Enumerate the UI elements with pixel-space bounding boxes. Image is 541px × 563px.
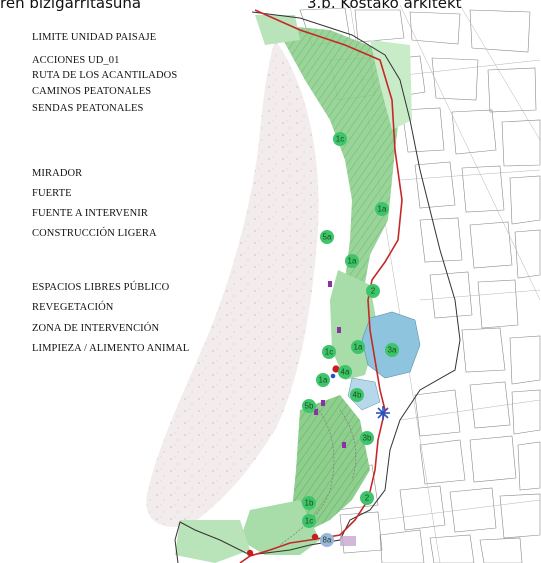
fountain-asterisk-icon — [376, 406, 390, 420]
badge: 1b — [302, 496, 316, 510]
badge: 5b — [302, 399, 316, 413]
beach-area — [146, 40, 319, 527]
svg-text:1b: 1b — [305, 499, 314, 508]
badge: 2 — [360, 491, 374, 505]
landscape-unit-boundary — [174, 11, 461, 563]
svg-text:1c: 1c — [305, 517, 313, 526]
badge: 1c — [302, 514, 316, 528]
badge: 8a — [320, 533, 334, 547]
mirador-dot — [311, 533, 319, 541]
svg-text:2: 2 — [365, 494, 370, 503]
legend-item: SENDAS PEATONALES — [32, 103, 144, 114]
badge: 3a — [385, 343, 399, 357]
svg-text:1a: 1a — [348, 257, 357, 266]
legend-item: CONSTRUCCIÓN LIGERA — [32, 228, 157, 239]
badge: 3b — [360, 431, 374, 445]
svg-text:4a: 4a — [341, 368, 350, 377]
svg-text:1c: 1c — [325, 348, 333, 357]
pedestrian-paths — [279, 399, 357, 546]
mirador-markers — [246, 365, 340, 557]
legend-item: ESPACIOS LIBRES PÚBLICO — [32, 282, 170, 293]
fountain-dot — [330, 373, 336, 379]
svg-text:2: 2 — [371, 287, 376, 296]
pond-small — [347, 377, 381, 411]
cliff-route — [239, 9, 403, 563]
mirador-dot — [332, 365, 340, 373]
mirador-dot — [246, 549, 254, 557]
badge: 1a — [351, 340, 365, 354]
badge: 1a — [375, 202, 389, 216]
svg-text:3b: 3b — [363, 434, 372, 443]
legend-item: MIRADOR — [32, 168, 83, 179]
badge: 1a — [316, 373, 330, 387]
legend-item: LIMITE UNIDAD PAISAJE — [32, 32, 157, 43]
badge: 5a — [320, 230, 334, 244]
badge: 1c — [333, 132, 347, 146]
svg-text:5b: 5b — [305, 402, 314, 411]
svg-text:1a: 1a — [378, 205, 387, 214]
svg-text:1a: 1a — [354, 343, 363, 352]
legend-item: LIMPIEZA / ALIMENTO ANIMAL — [32, 343, 190, 354]
badge: 1a — [345, 254, 359, 268]
fort-marker — [340, 536, 356, 546]
svg-text:1c: 1c — [336, 135, 344, 144]
svg-text:3a: 3a — [388, 346, 397, 355]
legend-item: FUERTE — [32, 188, 72, 199]
badge: 1c — [322, 345, 336, 359]
badge: 4b — [350, 388, 364, 402]
svg-text:8a: 8a — [323, 536, 332, 545]
action-badges: 1c 1a 5a 1a 2 1c 1a 3a 4a 1a 4b 5b 3b 2 … — [302, 132, 399, 547]
svg-text:4b: 4b — [353, 391, 362, 400]
svg-text:1a: 1a — [319, 376, 328, 385]
badge: 4a — [338, 365, 352, 379]
header-right-cut-text: 3.b. Kostako arkitekt — [307, 0, 462, 12]
light-construction-markers — [314, 281, 346, 448]
legend-item: ZONA DE INTERVENCIÓN — [32, 323, 160, 334]
badge: 2 — [366, 284, 380, 298]
svg-text:5a: 5a — [323, 233, 332, 242]
legend-item: RUTA DE LOS ACANTILADOS — [32, 70, 178, 81]
legend-item: ACCIONES UD_01 — [32, 55, 120, 66]
legend-item: FUENTE A INTERVENIR — [32, 208, 148, 219]
header-left-cut-text: ren bizigarritasuna — [0, 0, 142, 12]
legend-item: CAMINOS PEATONALES — [32, 86, 152, 97]
legend-item: REVEGETACIÓN — [32, 302, 114, 313]
